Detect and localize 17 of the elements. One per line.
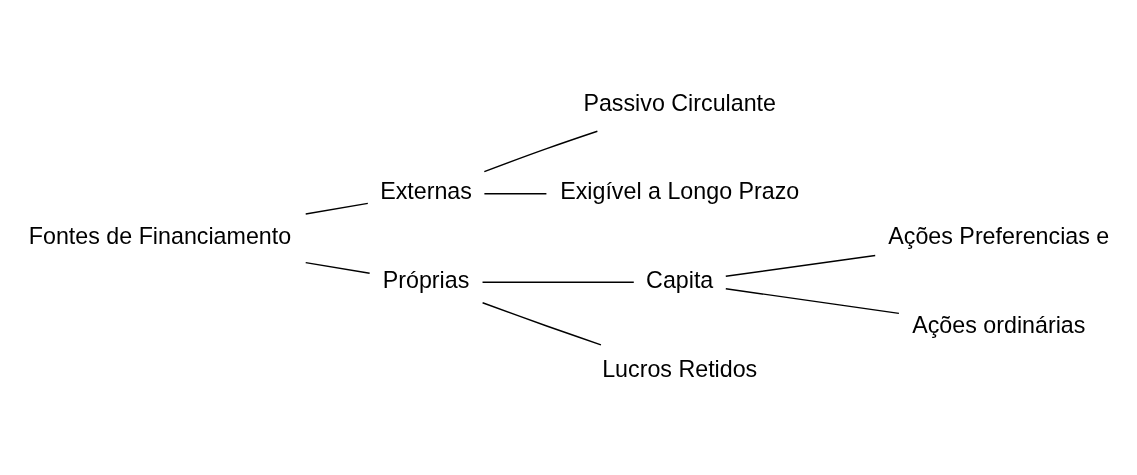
node-text: Próprias [382,266,470,293]
connector [305,261,371,274]
node-text: Passivo Circulante [583,89,776,116]
node-text: Lucros Retidos [602,355,758,382]
node-text: Ações Preferencias e [888,222,1110,249]
node-text: Capita [646,266,714,293]
connector [725,287,900,314]
connector [481,301,602,346]
node-text: Ações ordinárias [912,311,1086,338]
connector [483,192,548,194]
connector [481,281,635,283]
connector [305,202,369,215]
node-text: Exigível a Longo Prazo [560,177,800,204]
connector [483,130,599,172]
connector [725,254,876,277]
node-text: Externas [380,177,472,204]
node-text: Fontes de Financiamento [28,222,292,249]
